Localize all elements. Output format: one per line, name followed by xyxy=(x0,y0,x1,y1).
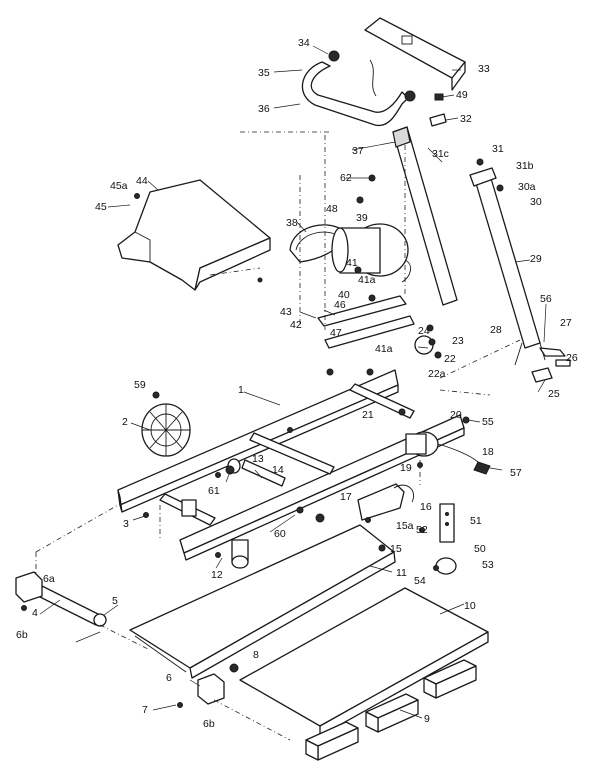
callout-30: 30 xyxy=(530,196,542,208)
rear-roller xyxy=(15,571,107,627)
callout-11: 11 xyxy=(396,567,407,579)
callout-59: 59 xyxy=(134,379,146,391)
callout-56: 56 xyxy=(540,293,552,305)
callout-13: 13 xyxy=(252,453,264,465)
callout-22a: 22a xyxy=(428,368,446,380)
callout-27: 27 xyxy=(560,317,572,329)
rear-end-cap xyxy=(177,663,239,708)
callout-38: 38 xyxy=(286,217,298,229)
callout-45a: 45a xyxy=(110,180,128,192)
incline-bracket xyxy=(357,483,414,521)
callout-16: 16 xyxy=(420,501,432,513)
assembly-lines xyxy=(35,131,521,741)
callout-60: 60 xyxy=(274,528,286,540)
deck-cushions xyxy=(305,659,477,761)
drive-motor xyxy=(331,223,412,283)
callout-35: 35 xyxy=(258,67,270,79)
running-deck xyxy=(239,587,489,737)
elevation-post xyxy=(435,503,457,575)
callout-6b-bottom: 6b xyxy=(203,718,215,730)
callout-28: 28 xyxy=(490,324,502,336)
leader-lines xyxy=(39,45,547,719)
callout-19: 19 xyxy=(400,462,412,474)
handrail-bar xyxy=(301,50,416,127)
callout-17: 17 xyxy=(340,491,352,503)
callout-10: 10 xyxy=(464,600,476,612)
callout-54: 54 xyxy=(414,575,426,587)
callout-55: 55 xyxy=(482,416,494,428)
incline-motor xyxy=(405,431,491,475)
callout-31: 31 xyxy=(492,143,504,155)
callout-12: 12 xyxy=(211,569,223,581)
right-upright-foot xyxy=(531,347,571,383)
left-upright-tube xyxy=(392,126,458,306)
callout-50: 50 xyxy=(474,543,486,555)
callout-26: 26 xyxy=(566,352,578,364)
callout-25: 25 xyxy=(548,388,560,400)
callout-5: 5 xyxy=(112,595,118,607)
callout-8: 8 xyxy=(253,649,259,661)
callout-36: 36 xyxy=(258,103,270,115)
callout-45: 45 xyxy=(95,201,107,213)
callout-2: 2 xyxy=(122,416,128,428)
callout-6: 6 xyxy=(166,672,172,684)
callout-23: 23 xyxy=(452,335,464,347)
callout-21: 21 xyxy=(362,409,374,421)
callout-62: 62 xyxy=(340,172,352,184)
callout-22: 22 xyxy=(444,353,456,365)
small-clips xyxy=(429,93,447,127)
callout-31b: 31b xyxy=(516,160,534,172)
callout-57: 57 xyxy=(510,467,522,479)
callout-53: 53 xyxy=(482,559,494,571)
walking-belt xyxy=(129,524,396,679)
console-bracket xyxy=(364,17,466,91)
callout-15: 15 xyxy=(390,543,402,555)
callout-9: 9 xyxy=(424,713,430,725)
callout-39: 39 xyxy=(356,212,368,224)
callout-31c: 31c xyxy=(432,148,449,160)
callout-40: 40 xyxy=(338,289,350,301)
callout-30a: 30a xyxy=(518,181,536,193)
callout-29: 29 xyxy=(530,253,542,265)
callout-6b-left: 6b xyxy=(16,629,28,641)
callout-labels: 1 2 3 4 5 6a 6b 6 6b 7 8 8 9 10 11 12 13… xyxy=(16,37,578,730)
callout-34: 34 xyxy=(298,37,310,49)
callout-6a-top: 6a xyxy=(43,573,55,585)
callout-41a-lower: 41a xyxy=(375,343,393,355)
hardware-bolts xyxy=(143,174,470,571)
incline-crossbar xyxy=(317,294,434,355)
callout-18: 18 xyxy=(482,446,494,458)
callout-49: 49 xyxy=(456,89,468,101)
callout-3: 3 xyxy=(123,518,129,530)
callout-15a: 15a xyxy=(396,520,414,532)
callout-7: 7 xyxy=(142,704,148,716)
callout-48: 48 xyxy=(326,203,338,215)
callout-51: 51 xyxy=(470,515,482,527)
main-frame xyxy=(117,369,465,569)
callout-33: 33 xyxy=(478,63,490,75)
callout-44: 44 xyxy=(136,175,148,187)
callout-20: 20 xyxy=(450,409,462,421)
motor-hood xyxy=(117,179,271,291)
callout-41: 41 xyxy=(346,257,358,269)
right-upright-tube xyxy=(469,158,546,366)
callout-1: 1 xyxy=(238,384,244,396)
callout-61: 61 xyxy=(208,485,220,497)
callout-47: 47 xyxy=(330,327,342,339)
callout-43: 43 xyxy=(280,306,292,318)
callout-42: 42 xyxy=(290,319,302,331)
callout-24: 24 xyxy=(418,325,430,337)
drive-pulley xyxy=(141,403,191,457)
callout-37: 37 xyxy=(352,145,364,157)
callout-46: 46 xyxy=(334,299,346,311)
callout-4: 4 xyxy=(32,607,38,619)
callout-52: 52 xyxy=(416,524,428,536)
callout-32: 32 xyxy=(460,113,472,125)
callout-41a-upper: 41a xyxy=(358,274,376,286)
callout-14: 14 xyxy=(272,464,284,476)
